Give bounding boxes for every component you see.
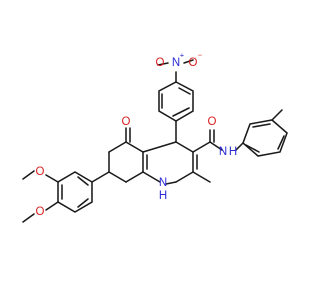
methoxy-oxygen-bottom-label: O [36, 206, 45, 218]
amide-oxygen-label: O [208, 116, 217, 128]
amide-hydrogen-label: H [229, 146, 237, 158]
atom-labels: O N + O − O O N H N H O O [36, 51, 238, 219]
methoxy-oxygen-top-label: O [36, 166, 45, 178]
amide-nitrogen-label: N [219, 146, 227, 158]
keto-oxygen-label: O [122, 116, 131, 128]
molecule-drawing: O N + O − O O N H N H O O [22, 51, 288, 223]
nitro-minus-charge-label: − [198, 51, 203, 60]
bond-lines [22, 59, 288, 223]
nitro-oxygen-right-label: O [189, 57, 198, 69]
nitro-plus-charge-label: + [180, 51, 185, 60]
structure-canvas: O N + O − O O N H N H O O [22, 51, 288, 223]
nitro-nitrogen-label: N [172, 57, 180, 69]
ring-nitrogen-label: N [159, 177, 167, 189]
ring-nh-hydrogen-label: H [159, 190, 167, 202]
nitro-oxygen-left-label: O [156, 57, 165, 69]
